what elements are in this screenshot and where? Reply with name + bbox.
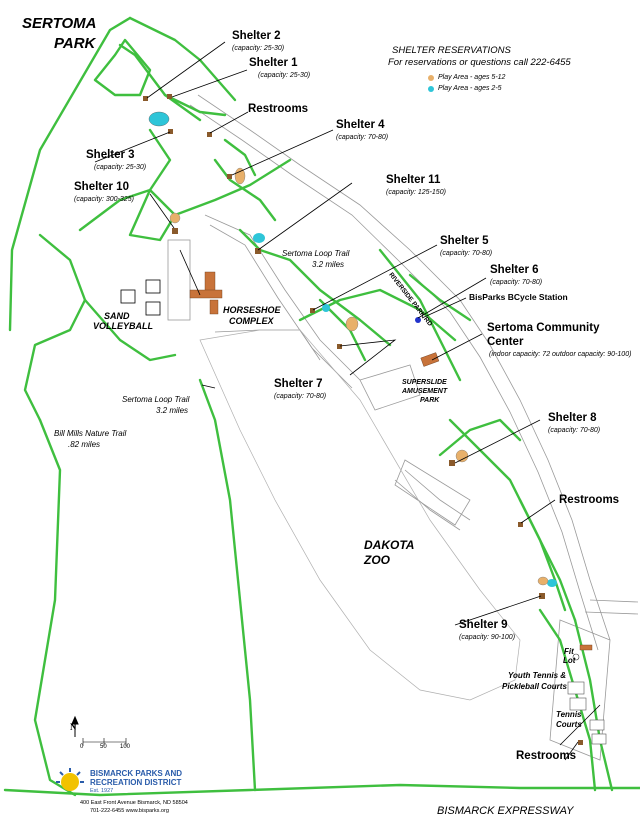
scale-label-100: 100 [120,744,131,750]
play-area-5-12-b [169,212,181,224]
shelter-11-name[interactable]: Shelter 11 [386,174,441,186]
shelter-2-name[interactable]: Shelter 2 [232,30,281,42]
dakota-zoo-label-2: ZOO [364,553,390,567]
bcycle-station-label[interactable]: BisParks BCycle Station [469,292,568,302]
youth-tennis-label-1: Youth Tennis & [508,671,567,680]
shelter-3-name[interactable]: Shelter 3 [86,149,135,161]
horseshoe-label-1: HORSESHOE [223,305,281,315]
sertoma-loop-lower-label-1: Sertoma Loop Trail [122,395,190,404]
play-area-2-5-center [322,304,330,312]
legend-play-area-2-5: Play Area - ages 2-5 [428,85,502,92]
play-area-2-5-swatch [428,85,434,92]
shelter-6-capacity: (capacity: 70-80) [490,279,543,286]
shelter-8-name[interactable]: Shelter 8 [548,412,597,424]
community-center-capacity: (indoor capacity: 72 outdoor capacity: 9… [489,351,632,358]
legend-label-5-12: Play Area - ages 5-12 [438,74,506,81]
bismarck-expressway-label: BISMARCK EXPRESSWAY [437,805,574,817]
org-est: Est. 1927 [90,788,114,794]
scale-label-0: 0 [80,744,84,750]
play-area-5-12-a [234,167,246,185]
tennis-courts-label-1: Tennis [556,710,582,719]
pond [148,111,170,127]
parking-lots [167,239,611,761]
sand-volleyball-label-2: VOLLEYBALL [93,321,153,331]
sand-volleyball-label-1: SAND [104,311,130,321]
play-area-5-12-c [345,316,359,332]
shelter-4-capacity: (capacity: 70-80) [336,134,389,141]
legend-label-2-5: Play Area - ages 2-5 [438,85,502,92]
org-name-line2: RECREATION DISTRICT [90,778,182,787]
play-area-5-12-swatch [428,74,434,81]
tennis-courts-label-2: Courts [556,720,582,729]
bill-mills-trail-label-2: .82 miles [68,440,101,449]
bcycle-station-dot [415,317,421,323]
shelter-6-name[interactable]: Shelter 6 [490,264,539,276]
org-name-line1: BISMARCK PARKS AND [90,769,182,778]
sertoma-loop-lower-label-2: 3.2 miles [156,406,189,415]
fit-lot-label-1: Fit [564,647,574,656]
shelter-1-name[interactable]: Shelter 1 [249,57,298,69]
restrooms-north-label[interactable]: Restrooms [248,103,309,115]
org-address: 400 East Front Avenue Bismarck, ND 58504 [80,800,188,806]
organization-logo-mark [56,768,84,791]
community-center-name-line2[interactable]: Center [487,336,524,348]
north-arrow [71,715,79,737]
tennis-courts [567,681,607,745]
fit-lot-label-2: Lot [563,656,576,665]
shelter-10-name[interactable]: Shelter 10 [74,181,129,193]
shelter-3-capacity: (capacity: 25-30) [94,164,147,171]
shelter-11-capacity: (capacity: 125-150) [386,189,446,196]
shelter-1-capacity: (capacity: 25-30) [258,72,311,79]
park-title-line1: SERTOMA [22,15,97,32]
shelter-4-name[interactable]: Shelter 4 [336,119,385,131]
shelter-2-capacity: (capacity: 25-30) [232,45,285,52]
sand-volleyball-courts [120,279,161,316]
play-area-2-5-south [547,579,557,587]
scale-label-50: 50 [100,744,107,750]
play-area-5-12-e [537,576,549,586]
scale-bar [82,738,127,746]
park-title-line2: PARK [54,35,96,52]
community-center-name-line1[interactable]: Sertoma Community [487,322,600,334]
org-contact[interactable]: 701-222-6455 www.bisparks.org [90,808,169,814]
shelter-9-name[interactable]: Shelter 9 [459,619,508,631]
restrooms-south-label[interactable]: Restrooms [516,750,577,762]
reservations-title: SHELTER RESERVATIONS [392,45,511,56]
superslide-label-3: PARK [420,397,440,404]
play-area-2-5-north [253,233,265,243]
play-area-5-12-d [455,449,469,463]
sertoma-loop-upper-label-1: Sertoma Loop Trail [282,249,350,258]
horseshoe-label-2: COMPLEX [229,316,274,326]
fit-lot-circle [572,653,580,661]
bill-mills-trail-label-1: Bill Mills Nature Trail [54,429,127,438]
north-label: N [70,722,77,732]
shelter-8-capacity: (capacity: 70-80) [548,427,601,434]
zoo-boundary [199,329,521,701]
restrooms-middle-label[interactable]: Restrooms [559,494,620,506]
shelter-9-capacity: (capacity: 90-100) [459,634,516,641]
shelter-5-name[interactable]: Shelter 5 [440,235,489,247]
shelter-7-name[interactable]: Shelter 7 [274,378,323,390]
buildings [189,271,593,651]
legend-play-area-5-12: Play Area - ages 5-12 [428,74,505,81]
superslide-label-1: SUPERSLIDE [402,379,447,386]
superslide-label-2: AMUSEMENT [402,388,448,395]
reservations-subtitle: For reservations or questions call 222-6… [388,57,571,68]
youth-tennis-label-2: Pickleball Courts [502,682,567,691]
shelter-7-capacity: (capacity: 70-80) [274,393,327,400]
shelter-markers [143,94,583,745]
sertoma-loop-upper-label-2: 3.2 miles [312,260,345,269]
shelter-10-capacity: (capacity: 300-325) [74,196,134,203]
dakota-zoo-label-1: DAKOTA [364,538,415,552]
trails [3,16,640,797]
shelter-5-capacity: (capacity: 70-80) [440,250,493,257]
leader-lines [94,41,601,761]
